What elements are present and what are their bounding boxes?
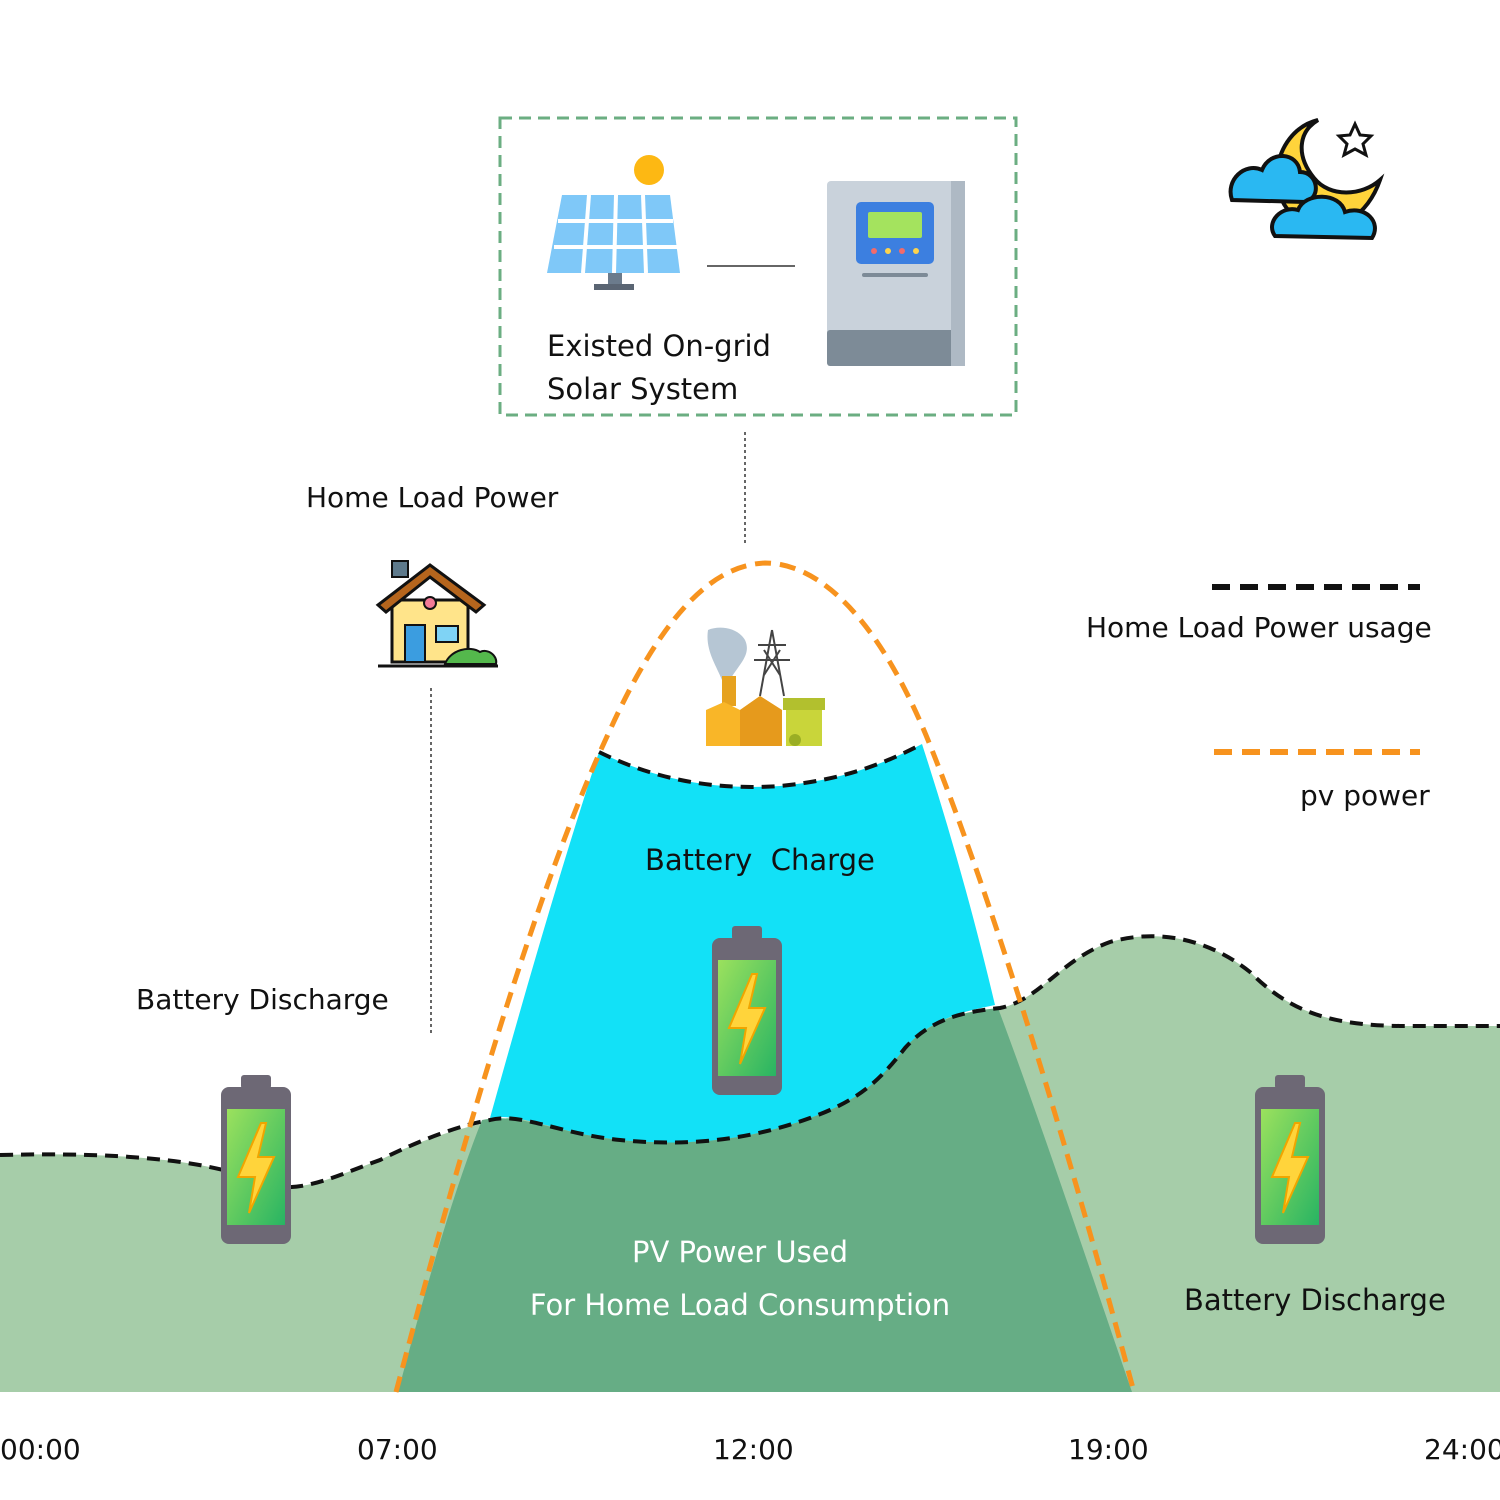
battery-icon [712,926,782,1095]
battery-icon [221,1075,291,1244]
time-tick: 07:00 [357,1433,438,1466]
time-tick: 12:00 [713,1433,794,1466]
sun-icon [634,155,664,185]
moon-cloud-icon [1228,118,1385,241]
system-label-line2: Solar System [547,372,739,406]
battery-icon [1255,1075,1325,1244]
house-icon [375,560,498,668]
system-label: Existed On-grid Solar System [547,325,807,411]
pv-used-line1: PV Power Used [631,1235,849,1269]
inverter-icon [827,181,965,366]
solar-panel-icon [547,194,680,290]
time-tick: 00:00 [0,1433,81,1466]
power-plant-icon [706,627,825,746]
star-icon [1335,120,1375,159]
system-label-line1: Existed On-grid [547,329,771,363]
battery-charge-label: Battery Charge [645,843,875,877]
home-load-line [0,934,1500,1190]
pv-used-area [398,1008,1132,1392]
legend-load-label: Home Load Power usage [1086,611,1432,644]
time-tick: 19:00 [1068,1433,1149,1466]
battery-discharge-right-label: Battery Discharge [1184,1283,1446,1317]
battery-discharge-left-label: Battery Discharge [136,983,389,1016]
time-tick: 24:00 [1424,1433,1500,1466]
system-box [498,116,1018,417]
pv-power-line [393,560,1137,1393]
legend-pv-label: pv power [1300,779,1430,812]
home-label: Home Load Power [306,481,559,514]
pv-used-line2: For Home Load Consumption [529,1288,951,1322]
pv-used-label: PV Power Used For Home Load Consumption [505,1226,975,1332]
